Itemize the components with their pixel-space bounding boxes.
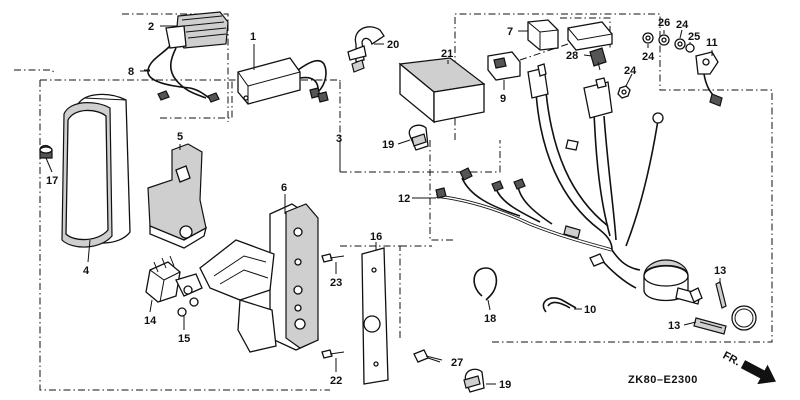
part-28-cover bbox=[567, 21, 613, 71]
callout-1: 1 bbox=[250, 31, 256, 43]
part-9-fuse-holder bbox=[487, 51, 521, 81]
callout-19-lower: 19 bbox=[499, 379, 511, 391]
callout-5: 5 bbox=[177, 131, 183, 143]
leader-lines bbox=[45, 25, 721, 385]
arrow-icon bbox=[740, 360, 776, 385]
callout-8: 8 bbox=[128, 66, 134, 78]
part-5-bracket bbox=[147, 143, 207, 249]
part-1-module bbox=[237, 57, 329, 105]
part-19-clip-lower bbox=[463, 368, 485, 393]
callout-23: 23 bbox=[330, 277, 342, 289]
callout-15: 15 bbox=[178, 333, 190, 345]
part-16-gasket bbox=[361, 247, 389, 385]
fr-label: FR. bbox=[721, 350, 742, 369]
callout-17: 17 bbox=[46, 175, 58, 187]
callout-10: 10 bbox=[584, 304, 596, 316]
parts-24-25-26-hardware bbox=[617, 32, 695, 99]
o-ring bbox=[731, 305, 757, 331]
part-17-grommet bbox=[39, 144, 53, 159]
callout-6: 6 bbox=[281, 182, 287, 194]
callout-12: 12 bbox=[398, 193, 410, 205]
part-13-keys bbox=[693, 281, 727, 335]
callout-26: 26 bbox=[658, 17, 670, 29]
part-7-relay bbox=[527, 19, 559, 51]
callout-4: 4 bbox=[83, 265, 90, 277]
callout-7: 7 bbox=[507, 26, 513, 38]
callout-25: 25 bbox=[688, 31, 700, 43]
group-boundaries bbox=[14, 13, 773, 391]
callout-9: 9 bbox=[500, 93, 506, 105]
part-4-cover bbox=[61, 93, 131, 248]
callout-19-upper: 19 bbox=[382, 139, 394, 151]
callout-14: 14 bbox=[144, 315, 157, 327]
callout-22: 22 bbox=[330, 375, 342, 387]
part-18-wire-clip bbox=[473, 267, 498, 301]
callout-24-left: 24 bbox=[642, 51, 655, 63]
callout-27: 27 bbox=[451, 357, 463, 369]
callout-3: 3 bbox=[336, 133, 342, 145]
front-direction-marker: FR. bbox=[721, 350, 776, 385]
part-2-regulator bbox=[147, 11, 229, 103]
part-21-pad bbox=[398, 57, 486, 124]
callout-labels: 1 2 3 4 5 6 7 8 9 10 11 12 13 13 14 15 1… bbox=[46, 17, 726, 391]
part-12-wire-harness bbox=[435, 63, 703, 305]
callout-21: 21 bbox=[441, 48, 453, 60]
parts-14-15-switch bbox=[145, 255, 203, 317]
callout-16: 16 bbox=[370, 231, 382, 243]
callout-13-lower: 13 bbox=[668, 320, 680, 332]
part-20-clip bbox=[347, 26, 385, 73]
part-19-clip-upper bbox=[408, 124, 429, 151]
diagram-code: ZK80–E2300 bbox=[628, 374, 698, 386]
callout-13-upper: 13 bbox=[714, 265, 726, 277]
callout-11: 11 bbox=[706, 37, 718, 49]
callout-24-right: 24 bbox=[676, 19, 689, 31]
callout-2: 2 bbox=[148, 21, 154, 33]
part-6-control-panel bbox=[199, 203, 319, 353]
callout-18: 18 bbox=[484, 313, 496, 325]
callout-24-lower: 24 bbox=[624, 65, 637, 77]
part-11-terminal bbox=[695, 51, 723, 107]
callout-20: 20 bbox=[387, 39, 399, 51]
callout-28: 28 bbox=[566, 50, 578, 62]
bolts-22-23-27 bbox=[321, 253, 443, 363]
part-10-clamp bbox=[542, 297, 577, 313]
